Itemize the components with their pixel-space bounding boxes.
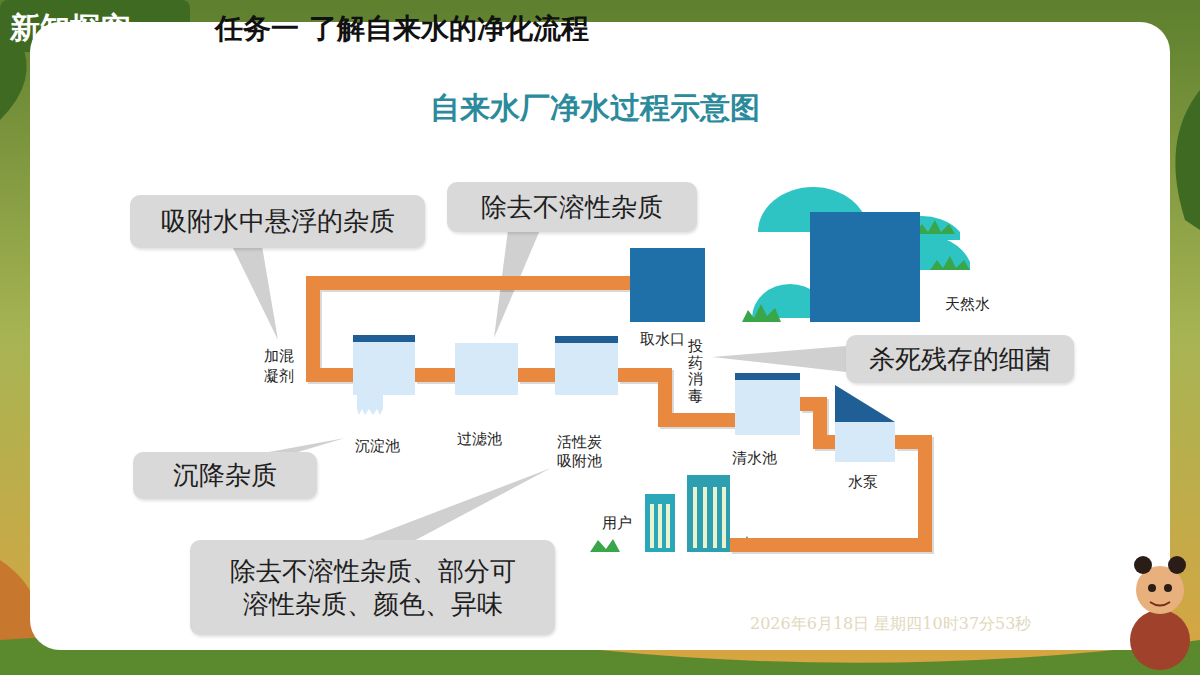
callout-text: 杀死残存的细菌 xyxy=(869,343,1051,376)
timestamp-watermark: 2026年6月18日 星期四10时37分53秒 xyxy=(750,614,1031,635)
callout-box: 杀死残存的细菌 xyxy=(846,335,1074,383)
pipe-label: 加混 凝剂 xyxy=(262,347,295,386)
callout-text: 除去不溶性杂质 xyxy=(481,191,663,224)
window-strip xyxy=(658,504,662,548)
sediment-outlet xyxy=(357,395,387,417)
pipe xyxy=(518,368,555,382)
building xyxy=(645,494,675,552)
part-label: 过滤池 xyxy=(457,430,502,449)
callout-box: 吸附水中悬浮的杂质 xyxy=(130,195,425,248)
pump-body xyxy=(835,422,895,462)
part-label: 天然水 xyxy=(945,295,990,314)
pump-shape xyxy=(835,385,895,462)
window-strip xyxy=(693,487,697,548)
part-label: 清水池 xyxy=(732,449,777,468)
diagram-title: 自来水厂净水过程示意图 xyxy=(300,88,890,129)
user-buildings: 用户 xyxy=(645,472,730,552)
callout-text: 吸附水中悬浮的杂质 xyxy=(161,205,395,238)
part-label: 活性炭 吸附池 xyxy=(555,433,603,471)
task-heading: 任务一 了解自来水的净化流程 xyxy=(215,10,589,48)
window-strip xyxy=(713,487,717,548)
settling-tank: 沉淀池 xyxy=(353,335,415,395)
water-pump: 水泵 xyxy=(835,385,895,462)
buildings xyxy=(645,472,730,552)
water-pipe xyxy=(730,442,927,547)
clear-water-tank: 清水池 xyxy=(735,373,800,435)
callout-text: 除去不溶性杂质、部分可溶性杂质、颜色、异味 xyxy=(227,555,518,620)
pipe xyxy=(800,404,835,442)
pipe-label: 投药消毒 xyxy=(688,338,703,404)
intake: 取水口 xyxy=(630,248,705,322)
outlet-shape xyxy=(357,395,383,415)
window-strip xyxy=(703,487,707,548)
water-pipe xyxy=(800,404,837,444)
callout-tails xyxy=(232,230,846,543)
source-water: 天然水 xyxy=(810,212,920,322)
carbon-tank: 活性炭 吸附池 xyxy=(555,336,618,395)
window-strip xyxy=(666,504,670,548)
pipe xyxy=(415,368,455,382)
callout-text: 沉降杂质 xyxy=(173,459,277,492)
water-pipe xyxy=(415,375,457,377)
part-label: 沉淀池 xyxy=(355,437,400,456)
callout-box: 沉降杂质 xyxy=(133,452,317,499)
window-strip xyxy=(650,504,654,548)
pipe-shadow xyxy=(732,444,927,547)
building xyxy=(687,475,730,552)
part-label: 用户 xyxy=(602,514,632,533)
water-pipe xyxy=(618,375,737,422)
pipe xyxy=(618,375,735,420)
water-pipe xyxy=(518,375,557,377)
filter-tank: 过滤池 xyxy=(455,343,518,395)
callout-box: 除去不溶性杂质 xyxy=(447,182,697,232)
callout-box: 除去不溶性杂质、部分可溶性杂质、颜色、异味 xyxy=(190,540,555,635)
window-strip xyxy=(722,487,726,548)
section-tag: 新知探究 xyxy=(10,8,130,49)
part-label: 水泵 xyxy=(848,473,878,492)
pipe xyxy=(730,442,925,545)
part-label: 取水口 xyxy=(640,330,685,349)
pump-roof xyxy=(835,385,895,422)
mascot xyxy=(1130,556,1190,670)
